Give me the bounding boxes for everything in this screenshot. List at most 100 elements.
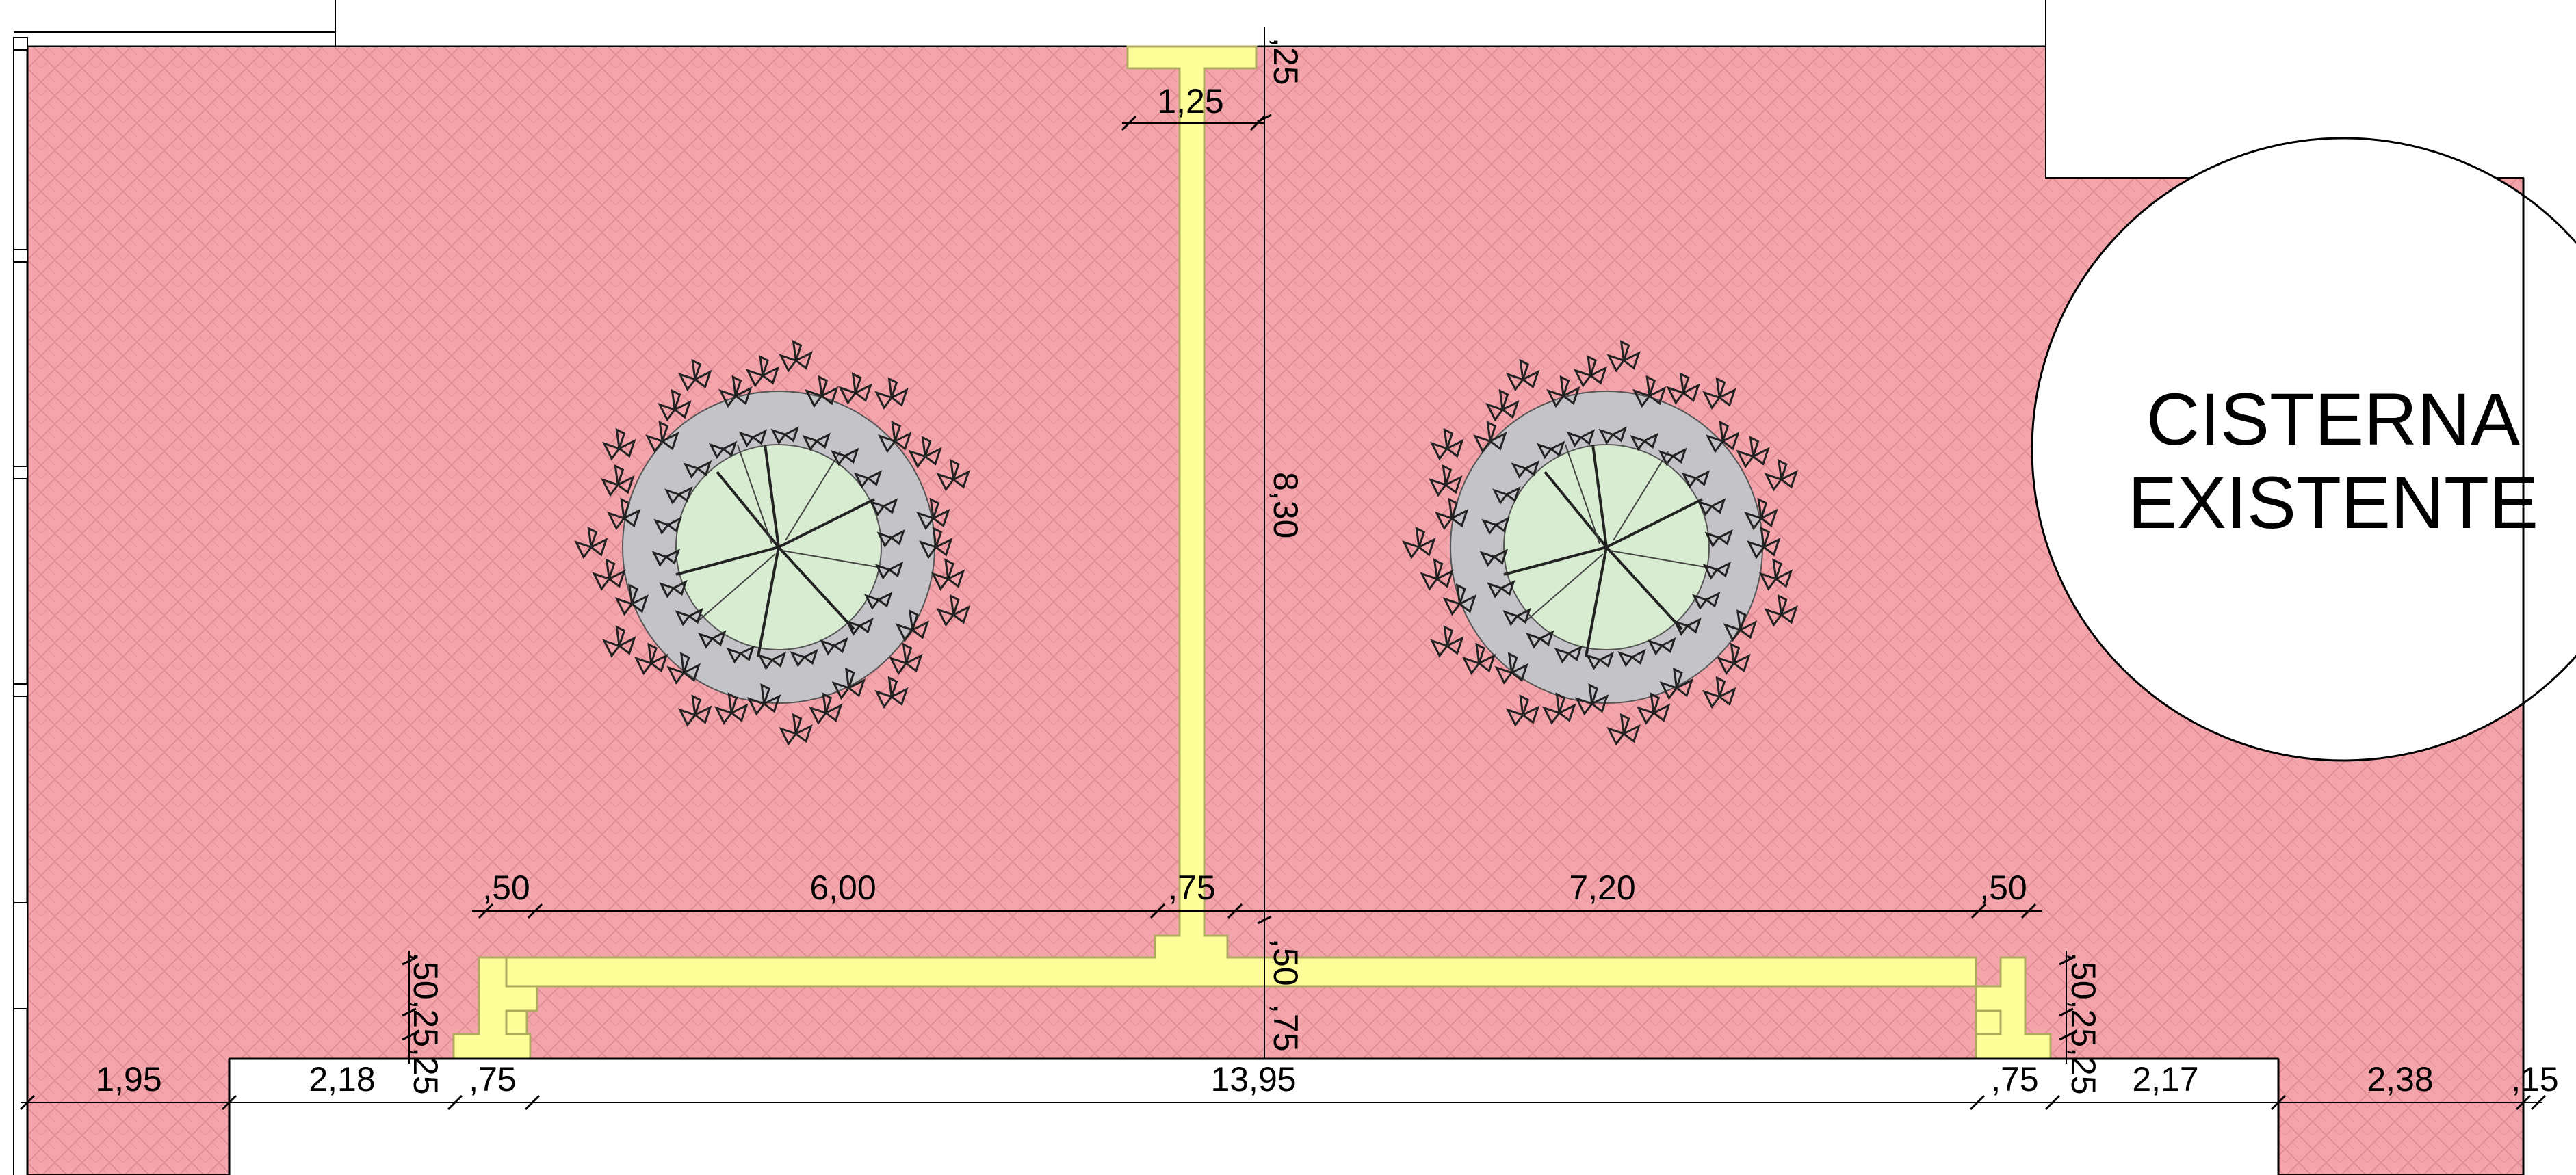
leaf-cluster-icon [1420,558,1454,591]
leaf-cluster-icon [1430,625,1464,658]
leaf-cluster-icon [1461,642,1496,676]
leaf-cluster-icon [718,375,753,408]
leaf-cluster-icon [1658,447,1687,466]
leaf-cluster-icon [895,609,930,642]
leaf-cluster-icon [874,676,909,709]
leaf-cluster-icon [1526,630,1554,649]
leaf-cluster-icon [1648,637,1676,656]
tree-left-foliage [574,340,971,746]
leaf-cluster-icon [1479,549,1509,567]
leaf-cluster-icon [601,464,635,497]
leaf-cluster-icon [614,583,649,616]
dim-a-75: ,75 [1168,869,1216,907]
leaf-cluster-icon [659,579,688,598]
leaf-cluster-icon [1481,516,1510,536]
leaf-cluster-icon [1702,377,1736,410]
leaf-cluster-icon [838,372,872,405]
leaf-cluster-icon [876,529,905,548]
tree-right-foliage [1402,340,1799,746]
leaf-cluster-icon [726,645,755,664]
leaf-cluster-icon [1697,498,1726,516]
leaf-cluster-icon [1502,607,1531,626]
leaf-cluster-icon [889,642,923,676]
leaf-cluster-icon [1536,440,1565,460]
leaf-cluster-icon [1747,526,1781,559]
leaf-cluster-icon [1505,358,1540,392]
leaf-cluster-icon [1681,470,1710,489]
leaf-cluster-icon [831,447,859,466]
leaf-cluster-icon [745,354,780,388]
leaf-cluster-icon [1573,354,1608,388]
leaf-cluster-icon [698,630,727,649]
leaf-cluster-icon [1546,375,1580,408]
leaf-cluster-icon [666,652,701,685]
leaf-cluster-icon [853,470,883,489]
leaf-cluster-icon [714,692,749,725]
leaf-cluster-icon [677,358,712,392]
dim-mid-50: ,50 [1266,938,1305,986]
leaf-cluster-icon [1702,676,1736,709]
leaf-cluster-icon [845,618,874,636]
dim-b-218: 2,18 [309,1060,375,1098]
leaf-cluster-icon [1505,694,1540,727]
leaf-cluster-icon [658,388,692,422]
leaf-cluster-icon [936,594,971,627]
leaf-cluster-icon [790,648,818,668]
cistern-circle [2031,137,2576,762]
leaf-cluster-icon [802,432,831,451]
leaf-cluster-icon [1434,497,1469,531]
dim-left-stack: ,50,25,25 [406,952,445,1095]
leaf-cluster-icon [1717,642,1751,676]
leaf-cluster-icon [1574,683,1609,716]
leaf-cluster-icon [602,427,636,461]
leaf-cluster-icon [606,497,641,531]
dim-b-217: 2,17 [2132,1060,2198,1098]
leaf-cluster-icon [675,607,703,626]
leaf-cluster-icon [908,436,942,468]
dim-top-125: 1,25 [1157,82,1223,120]
left-edge-strip [0,0,14,1175]
leaf-cluster-icon [863,592,893,610]
dim-b-75-left: ,75 [469,1060,517,1098]
leaf-cluster-icon [1659,667,1694,700]
leaf-cluster-icon [677,694,712,727]
leaf-cluster-icon [1630,432,1659,451]
leaf-cluster-icon [1758,558,1793,591]
leaf-cluster-icon [1744,497,1778,531]
leaf-cluster-icon [831,667,866,700]
dim-right-stack: ,50,25,25 [2064,952,2103,1095]
dim-vertical-830: 8,30 [1266,472,1305,538]
leaf-cluster-icon [1666,372,1700,405]
leaf-cluster-icon [1723,609,1758,642]
leaf-cluster-icon [574,526,608,559]
leaf-cluster-icon [664,486,693,505]
leaf-cluster-icon [1617,648,1646,668]
leaf-cluster-icon [1554,645,1583,664]
dim-a-50-left: ,50 [482,869,530,907]
dimension-lines [19,27,2547,1111]
cistern-label-line2: EXISTENTE [2128,461,2538,544]
leaf-cluster-icon [916,497,950,531]
vertical-wall [452,45,2052,1060]
leaf-cluster-icon [634,642,668,676]
leaf-cluster-icon [1632,375,1667,408]
leaf-cluster-icon [653,516,682,536]
leaf-cluster-icon [804,375,839,408]
leaf-cluster-icon [931,558,965,591]
leaf-cluster-icon [878,420,912,453]
leaf-cluster-icon [770,426,800,445]
leaf-cluster-icon [1511,460,1540,479]
leaf-cluster-icon [1764,594,1799,627]
dim-b-75-right: ,75 [1991,1060,2039,1098]
dim-a-50-right: ,50 [1979,869,2027,907]
leaf-cluster-icon [1473,420,1507,453]
leaf-cluster-icon [592,558,626,591]
leaf-cluster-icon [757,651,787,670]
leaf-cluster-icon [746,683,781,716]
leaf-cluster-icon [1492,486,1521,505]
leaf-cluster-icon [1402,526,1436,559]
dim-b-195: 1,95 [95,1060,161,1098]
leaf-cluster-icon [779,340,813,373]
left-wall-markers [13,37,28,1009]
leaf-cluster-icon [1702,561,1732,580]
